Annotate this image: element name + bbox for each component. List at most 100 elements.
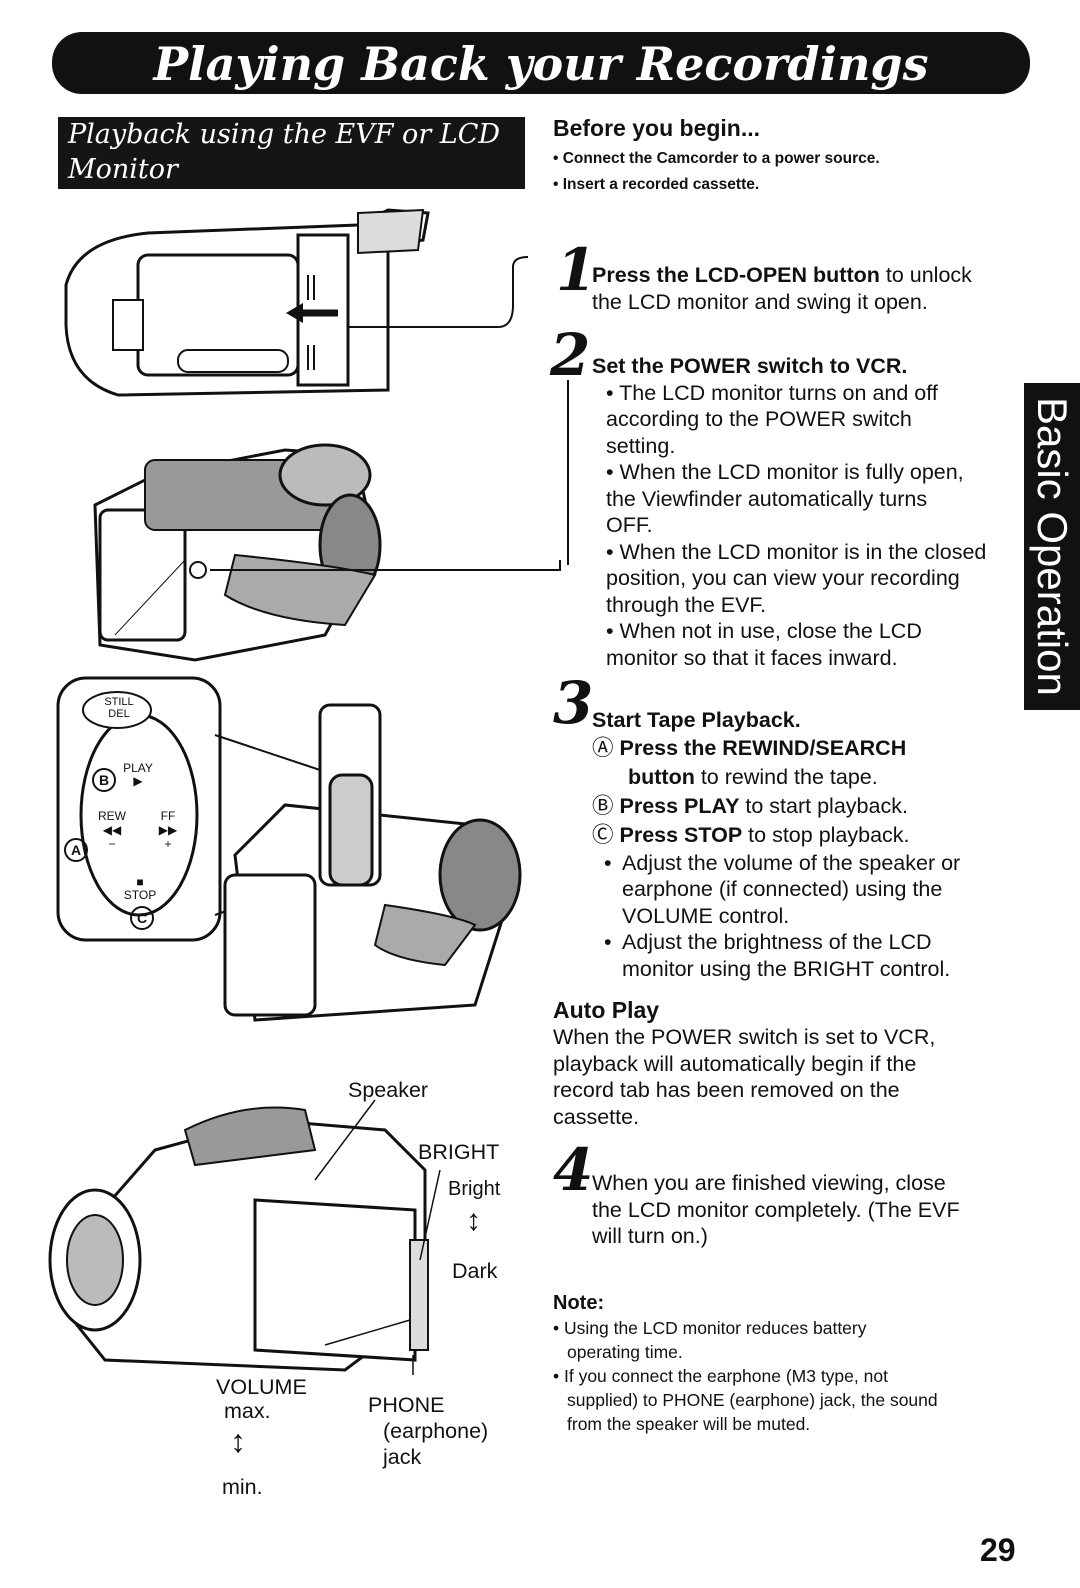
note-line: from the speaker will be muted. xyxy=(567,1414,811,1434)
step-3a-bold2: button xyxy=(628,764,695,789)
step-4-line: When you are finished viewing, close xyxy=(592,1171,946,1195)
note-line: operating time. xyxy=(567,1342,683,1362)
step-2-text: Set the POWER switch to VCR. • The LCD m… xyxy=(592,353,1022,671)
volume-arrow-icon: ↕ xyxy=(230,1423,246,1459)
step-3b-rest: to start playback. xyxy=(739,793,908,818)
side-tab xyxy=(1024,383,1080,710)
bullet-line: according to the POWER switch xyxy=(606,407,912,431)
bullet-line: the Viewfinder automatically turns xyxy=(606,486,928,511)
playback-buttons-illustration xyxy=(56,676,522,1022)
auto-play-line: cassette. xyxy=(553,1104,640,1129)
step-1-bold: Press the LCD-OPEN button xyxy=(592,263,880,287)
step-3c-rest: to stop playback. xyxy=(742,822,910,847)
rew-label: REW xyxy=(98,809,126,823)
camcorder-lcd-controls-illustration xyxy=(48,1099,441,1375)
bullet-line: • When the LCD monitor is fully open, xyxy=(606,460,964,484)
step-1-number: 1 xyxy=(556,236,597,304)
step-3-bullet: • Adjust the volume of the speaker or ea… xyxy=(604,850,1022,930)
step-2-bullet: • When not in use, close the LCD monitor… xyxy=(606,618,1022,671)
step-4-line: will turn on.) xyxy=(592,1224,708,1248)
before-item: • Connect the Camcorder to a power sourc… xyxy=(553,150,880,167)
bright-arrow-icon: ↕ xyxy=(466,1204,481,1237)
play-label: PLAY xyxy=(123,761,153,775)
side-tab-label: Basic Operation xyxy=(1029,397,1076,696)
rewind-icon: ◀◀ xyxy=(102,823,122,837)
stop-button[interactable]: ■ STOP xyxy=(120,876,160,902)
step-3c-bold: Press STOP xyxy=(619,822,743,847)
note-section: Note: • Using the LCD monitor reduces ba… xyxy=(553,1290,1028,1436)
bright-label: BRIGHT xyxy=(418,1140,500,1164)
stop-label: STOP xyxy=(123,888,157,902)
still-button[interactable]: STILL DEL xyxy=(88,696,150,720)
phone-label: PHONE xyxy=(368,1393,445,1417)
step-3-text: Start Tape Playback. Ⓐ Press the REWIND/… xyxy=(592,707,1022,982)
volume-max-label: max. xyxy=(224,1399,271,1423)
camcorder-evf-illustration xyxy=(93,443,561,662)
auto-play-line: playback will automatically begin if the xyxy=(553,1051,917,1076)
phone-sub-label: (earphone) xyxy=(383,1419,489,1443)
marker-a: A xyxy=(64,838,88,862)
marker-b: B xyxy=(92,768,116,792)
bullet-line: monitor using the BRIGHT control. xyxy=(622,956,951,981)
bullet-line: • The LCD monitor turns on and off xyxy=(606,380,938,405)
auto-play-heading: Auto Play xyxy=(553,997,660,1023)
bullet-dot: • xyxy=(604,930,612,954)
volume-label: VOLUME xyxy=(216,1375,307,1399)
step-4-number: 4 xyxy=(553,1136,594,1204)
step-3-bullet: • Adjust the brightness of the LCD monit… xyxy=(604,929,1022,982)
before-you-begin: Before you begin... • Connect the Camcor… xyxy=(553,115,1023,198)
fast-forward-icon: ▶▶ xyxy=(158,823,178,837)
step-1-line2: the LCD monitor and swing it open. xyxy=(592,289,928,314)
mark-a-icon: Ⓐ xyxy=(592,735,614,760)
step-2-connector xyxy=(567,380,569,565)
step-1-rest: to unlock xyxy=(879,263,972,287)
step-4-line: the LCD monitor completely. (The EVF xyxy=(592,1197,960,1222)
plus-label: + xyxy=(164,837,172,851)
camcorder-lcd-open-illustration xyxy=(64,208,529,397)
volume-min-label: min. xyxy=(222,1475,263,1499)
bright-high-label: Bright xyxy=(448,1178,501,1200)
mark-c-icon: Ⓒ xyxy=(592,822,614,847)
bullet-line: VOLUME control. xyxy=(622,903,790,928)
step-2-bullet: • The LCD monitor turns on and off accor… xyxy=(606,380,1022,460)
note-heading: Note: xyxy=(553,1292,605,1314)
step-3b-bold: Press PLAY xyxy=(619,793,740,818)
bullet-line: monitor so that it faces inward. xyxy=(606,645,898,670)
page-number: 29 xyxy=(980,1532,1016,1568)
bullet-line: position, you can view your recording xyxy=(606,566,960,590)
step-2-number: 2 xyxy=(550,321,591,389)
note-line: • Using the LCD monitor reduces battery xyxy=(553,1318,867,1338)
del-label: DEL xyxy=(108,708,130,720)
rew-button[interactable]: REW ◀◀ − xyxy=(96,809,128,851)
section-banner xyxy=(58,117,525,189)
step-2-title: Set the POWER switch to VCR. xyxy=(592,354,908,378)
bullet-line: • When the LCD monitor is in the closed xyxy=(606,539,987,564)
step-3-title: Start Tape Playback. xyxy=(592,708,801,732)
step-4-text: When you are finished viewing, close the… xyxy=(592,1170,1032,1250)
note-line: supplied) to PHONE (earphone) jack, the … xyxy=(567,1390,938,1410)
step-3a-rest: to rewind the tape. xyxy=(694,764,878,789)
bullet-line: earphone (if connected) using the xyxy=(622,877,943,901)
bright-low-label: Dark xyxy=(452,1259,498,1283)
section-title: Playback using the EVF or LCD Monitor xyxy=(68,119,501,185)
bullet-dot: • xyxy=(604,850,612,875)
auto-play-line: record tab has been removed on the xyxy=(553,1078,900,1102)
bullet-line: setting. xyxy=(606,433,676,458)
ff-button[interactable]: FF ▶▶ + xyxy=(152,809,184,851)
bullet-line: Adjust the brightness of the LCD xyxy=(622,930,932,954)
before-item: • Insert a recorded cassette. xyxy=(553,176,760,193)
before-heading: Before you begin... xyxy=(553,115,761,141)
play-button[interactable]: PLAY ▶ xyxy=(118,762,158,788)
bullet-line: OFF. xyxy=(606,513,653,537)
note-item: • If you connect the earphone (M3 type, … xyxy=(553,1364,1028,1436)
minus-label: − xyxy=(108,837,116,851)
note-line: • If you connect the earphone (M3 type, … xyxy=(553,1366,888,1386)
phone-jack-label: jack xyxy=(383,1445,422,1469)
bullet-line: • When not in use, close the LCD xyxy=(606,619,922,643)
note-item: • Using the LCD monitor reduces battery … xyxy=(553,1316,1028,1364)
page-title: Playing Back your Recordings xyxy=(153,37,929,91)
speaker-label: Speaker xyxy=(348,1078,429,1102)
auto-play-line: When the POWER switch is set to VCR, xyxy=(553,1025,936,1049)
step-3a-bold: Press the REWIND/SEARCH xyxy=(619,735,907,760)
bullet-line: Adjust the volume of the speaker or xyxy=(622,850,961,875)
